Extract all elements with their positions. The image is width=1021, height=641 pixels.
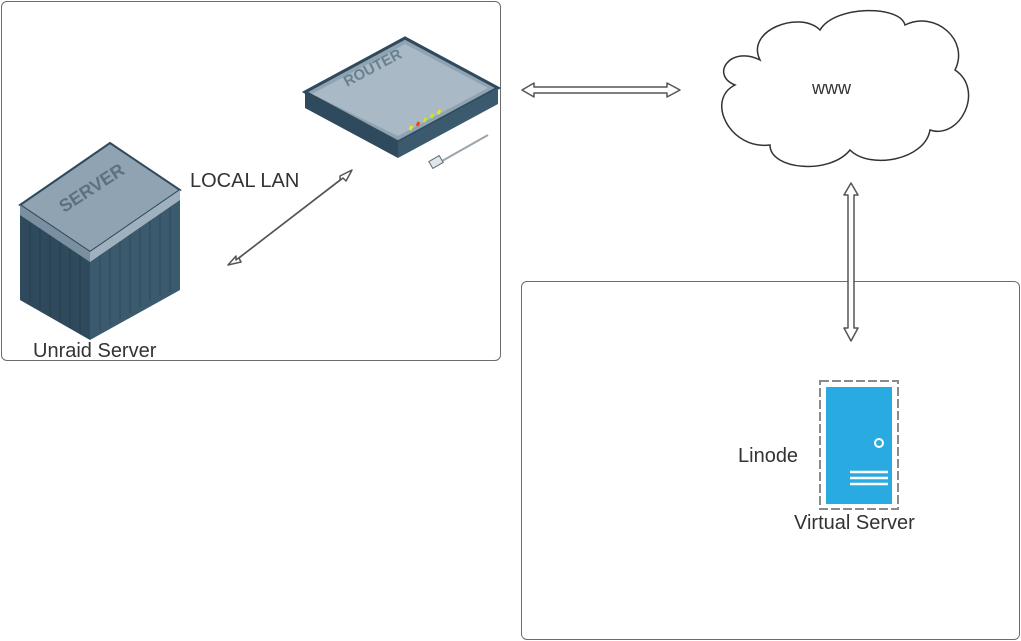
router-icon: ROUTER — [301, 36, 502, 170]
linode-label: Linode — [738, 445, 799, 467]
edge-router-internet — [521, 82, 681, 98]
linode-container — [521, 281, 1020, 640]
virtual-server-label: Virtual Server — [794, 512, 915, 534]
cloud-icon — [721, 9, 970, 168]
local-lan-label: LOCAL LAN — [190, 170, 300, 192]
virtual-server-icon — [819, 380, 899, 510]
edge-internet-linode — [843, 182, 859, 342]
edge-server-router — [227, 169, 353, 266]
server-label: Unraid Server — [33, 340, 157, 362]
server-tower-icon: SERVER — [18, 141, 182, 340]
www-label: www — [812, 78, 851, 98]
